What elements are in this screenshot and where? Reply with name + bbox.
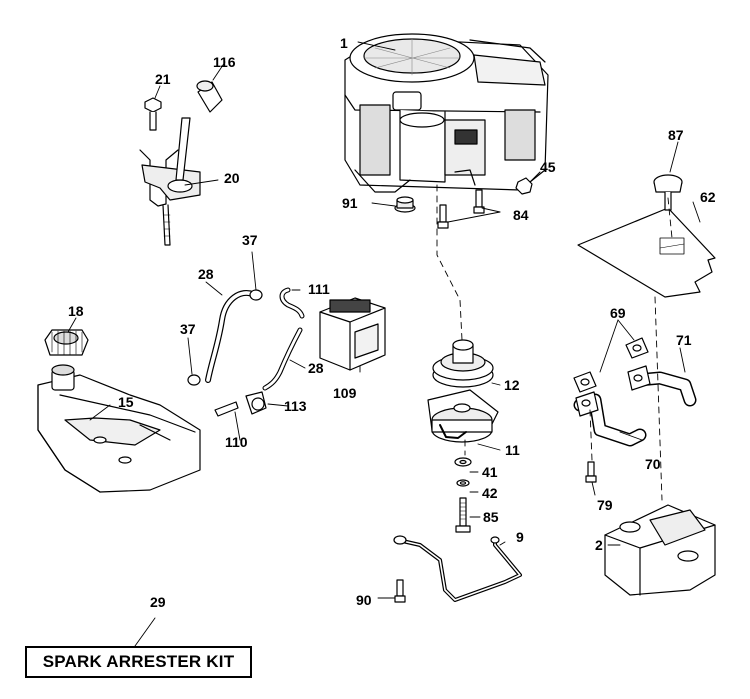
callout-110: 110 <box>225 434 248 450</box>
callout-70: 70 <box>645 456 661 472</box>
callout-11: 11 <box>505 442 520 458</box>
knob-116 <box>196 80 223 113</box>
washer-42 <box>456 479 470 487</box>
center-lines <box>436 184 673 501</box>
callout-113: 113 <box>284 398 307 414</box>
muffler-2 <box>604 504 716 596</box>
fuel-tank-15 <box>37 364 201 493</box>
callout-9: 9 <box>516 529 524 545</box>
callout-20: 20 <box>224 170 240 186</box>
callout-109: 109 <box>333 385 357 401</box>
callout-37b: 37 <box>180 321 196 337</box>
callout-1: 1 <box>340 35 348 51</box>
bolt-21 <box>144 97 162 131</box>
clamp-37a <box>249 289 263 301</box>
washer-41 <box>454 457 472 467</box>
callout-79: 79 <box>597 497 613 513</box>
callout-62: 62 <box>700 189 716 205</box>
fuel-line-28b <box>262 327 303 391</box>
rod-9 <box>393 535 522 602</box>
exhaust-pipe-70 <box>573 391 647 447</box>
callout-41: 41 <box>482 464 498 480</box>
callout-91: 91 <box>342 195 358 211</box>
throttle-control <box>139 117 201 246</box>
fuel-cap-18 <box>44 329 89 356</box>
callout-85: 85 <box>483 509 499 525</box>
callout-90: 90 <box>356 592 372 608</box>
leader-lines <box>67 41 701 647</box>
callout-15: 15 <box>118 394 134 410</box>
fitting-113 <box>245 391 267 415</box>
callout-2: 2 <box>595 537 603 553</box>
fitting-110 <box>214 401 239 417</box>
callout-18: 18 <box>68 303 84 319</box>
fuel-filter-109 <box>319 297 386 371</box>
bolt-85 <box>455 497 471 533</box>
nut-45 <box>515 177 533 195</box>
callout-28a: 28 <box>198 266 214 282</box>
gasket-69b <box>573 371 597 393</box>
callout-116: 116 <box>213 54 236 70</box>
fuel-line-111 <box>279 287 305 319</box>
spark-arrester-kit-label: SPARK ARRESTER KIT <box>42 652 235 671</box>
knob-87 <box>653 174 683 211</box>
callout-45: 45 <box>540 159 556 175</box>
gasket-69a <box>625 337 649 359</box>
engine-part <box>344 33 549 193</box>
clamp-37b <box>187 374 201 386</box>
pulley-12 <box>432 339 494 388</box>
heat-shield-62 <box>577 207 716 298</box>
callout-28b: 28 <box>308 360 324 376</box>
exhaust-pipe-71 <box>627 365 697 407</box>
pto-clutch-11 <box>427 389 499 443</box>
bolt-79 <box>585 461 597 483</box>
callout-111: 111 <box>308 281 330 297</box>
callout-71: 71 <box>676 332 692 348</box>
callout-21: 21 <box>155 71 171 87</box>
callout-87: 87 <box>668 127 684 143</box>
callout-84: 84 <box>513 207 529 223</box>
callout-42: 42 <box>482 485 498 501</box>
callout-29: 29 <box>150 594 166 610</box>
spacer-91 <box>394 196 416 213</box>
bolt-84a <box>437 204 449 229</box>
spark-arrester-kit-box: SPARK ARRESTER KIT <box>25 646 252 678</box>
bolt-84b <box>473 189 485 214</box>
bolt-90 <box>394 579 406 603</box>
callout-12: 12 <box>504 377 520 393</box>
callout-37a: 37 <box>242 232 258 248</box>
callout-69: 69 <box>610 305 626 321</box>
fuel-line-28a <box>205 290 258 383</box>
